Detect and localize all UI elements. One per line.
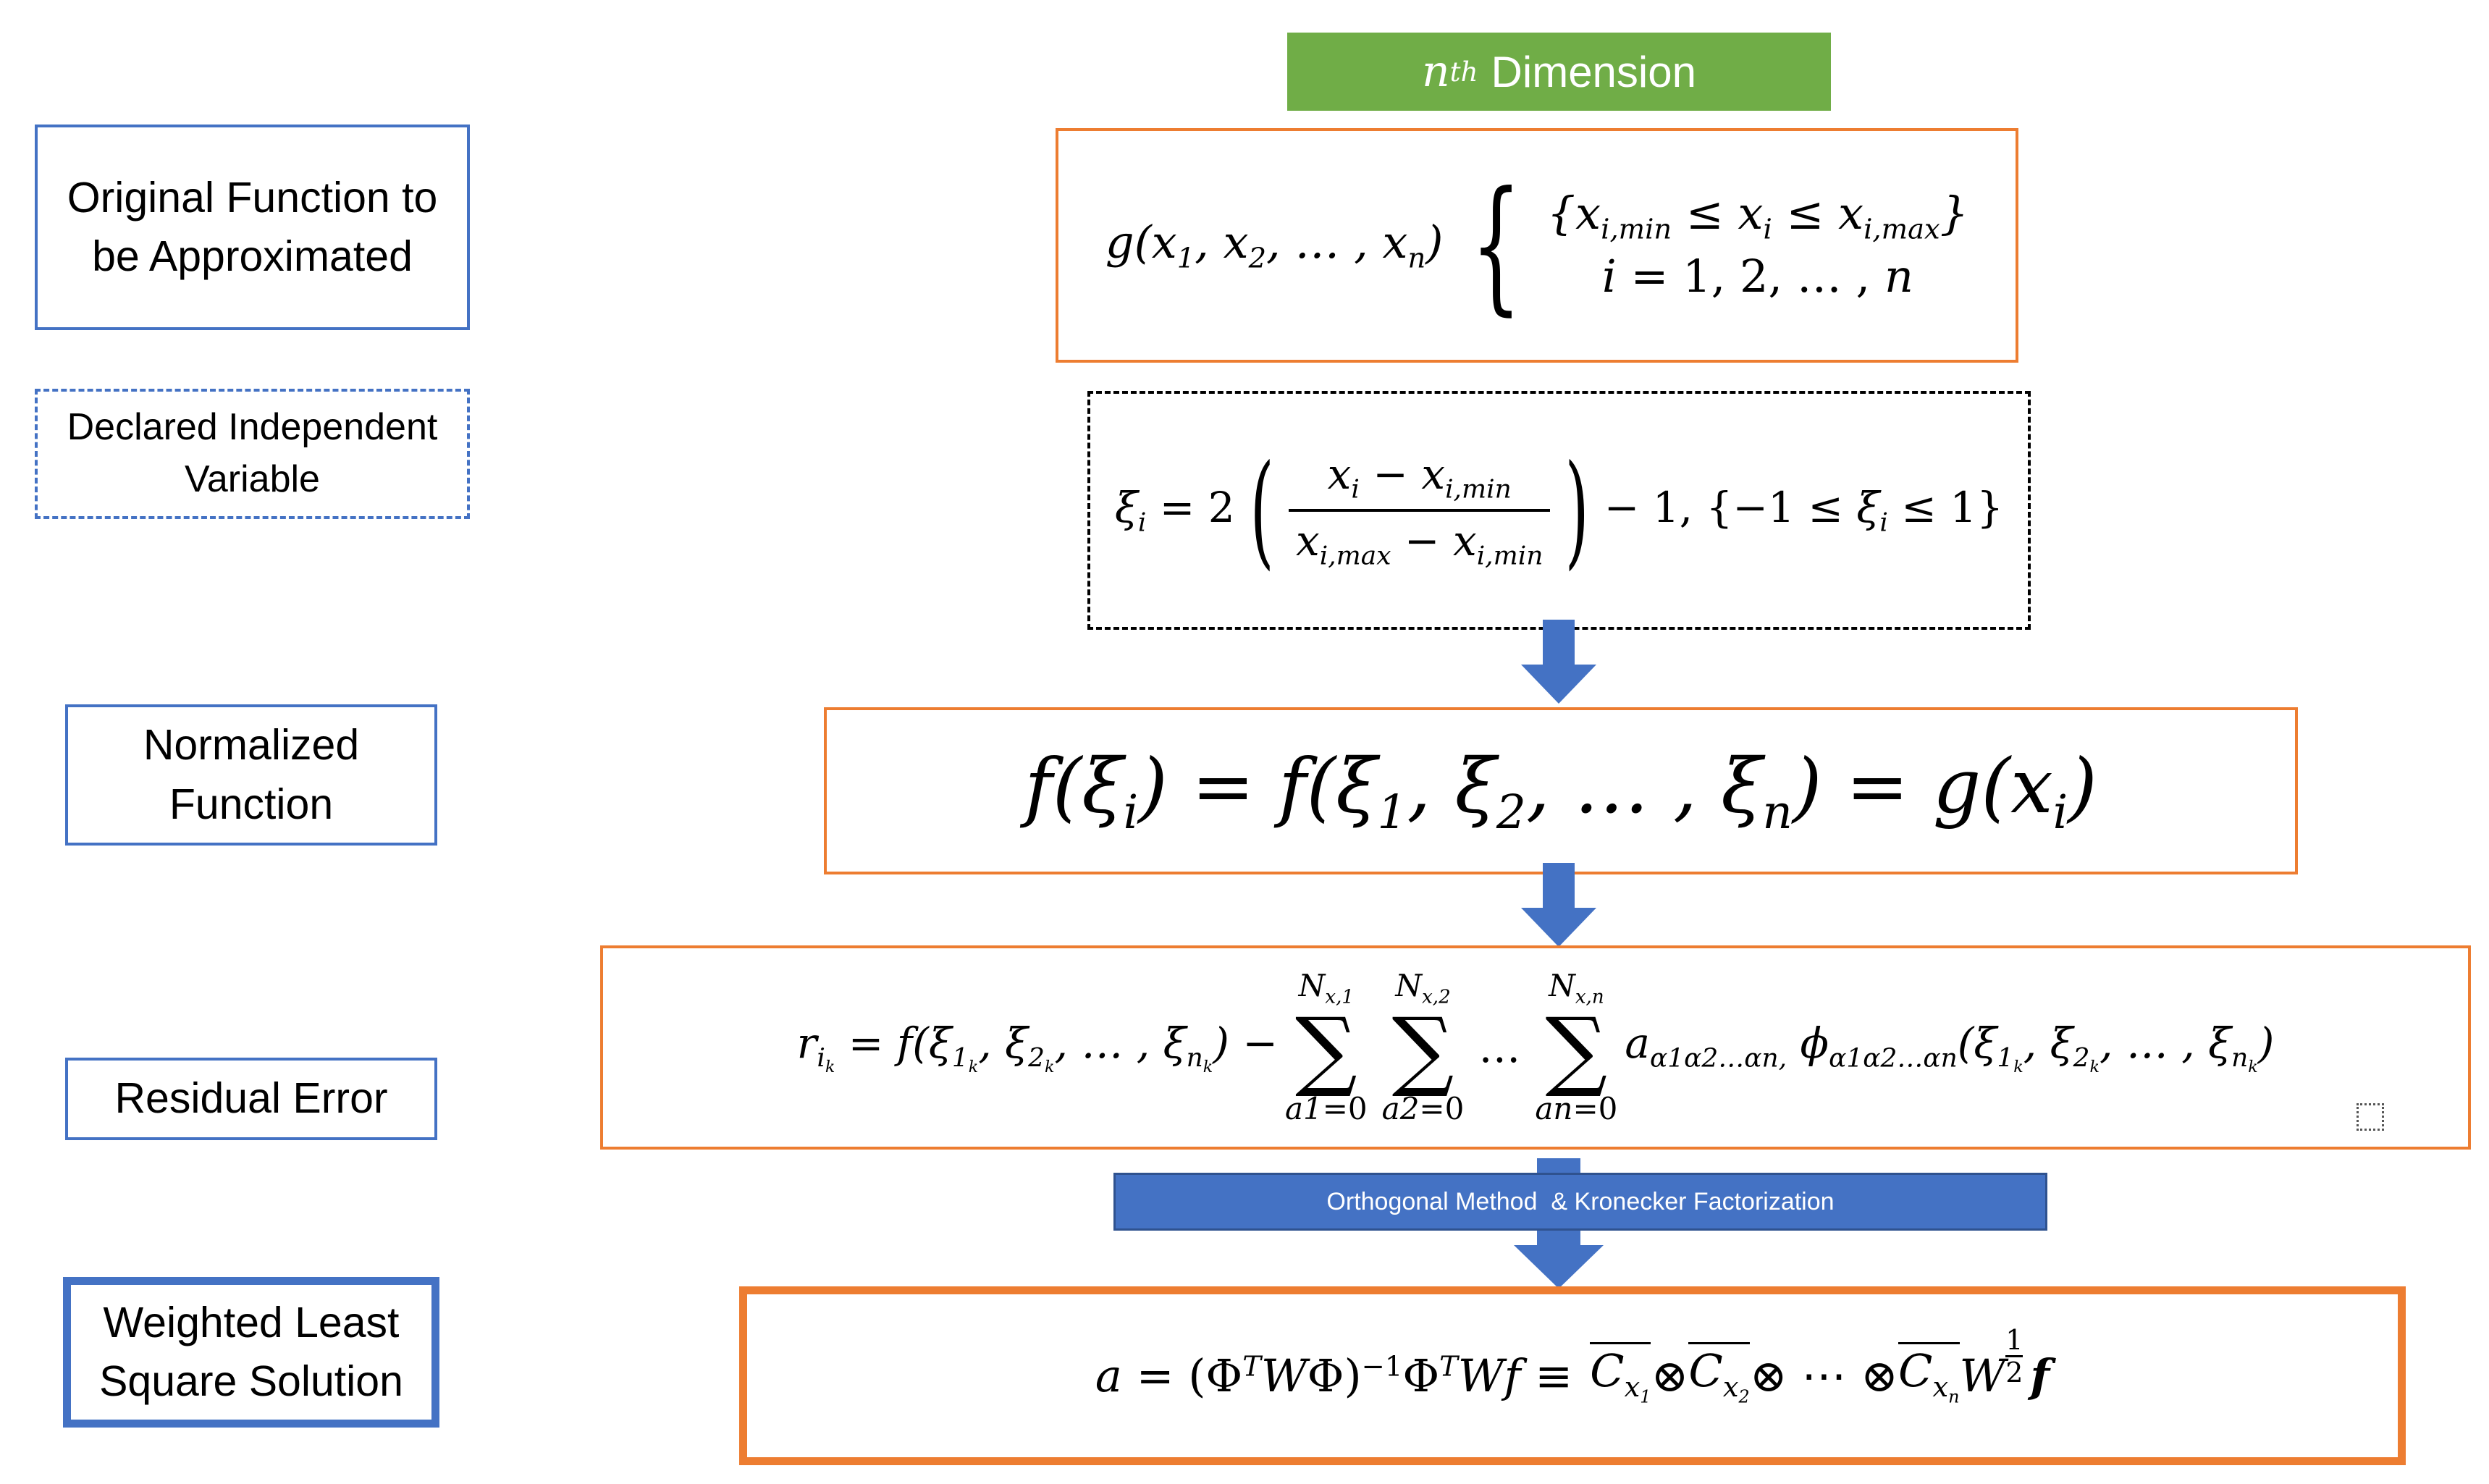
down-arrow-icon [1521,620,1596,704]
connector-text: Orthogonal Method & Kronecker Factorizat… [1326,1187,1835,1215]
original-function-equation: g(x1, x2, … , xn) { {xi,min ≤ xi ≤ xi,ma… [1056,128,2018,363]
declared-variable-label-text: Declared Independent Variable [67,406,438,500]
original-function-label-text: Original Function to be Approximated [67,173,438,280]
residual-error-formula: rik = f(ξ1k, ξ2k, … , ξnk) − Nx,1∑a1=0 N… [796,968,2275,1126]
weighted-least-square-equation: a = (ΦTWΦ)−1ΦTWf ≡ Cx1 ⊗ Cx2 ⊗ ⋯ ⊗ Cxn W… [739,1286,2406,1465]
original-function-formula: g(x1, x2, … , xn) { {xi,min ≤ xi ≤ xi,ma… [1105,161,1969,329]
down-arrow-icon [1514,1231,1604,1289]
connector-banner: Orthogonal Method & Kronecker Factorizat… [1113,1173,2047,1231]
weighted-least-square-label: Weighted Least Square Solution [63,1277,439,1428]
declared-variable-equation: ξi = 2 ( xi − xi,min xi,max − xi,min ) −… [1087,391,2031,630]
dimension-n: n [1421,46,1450,97]
dimension-sup: th [1449,56,1478,88]
declared-variable-label: Declared Independent Variable [35,389,470,519]
normalized-function-formula: f(ξi) = f(ξ1, ξ2, … , ξn) = g(xi) [1024,742,2097,840]
down-arrow-icon [1521,863,1596,947]
dimension-word: Dimension [1491,47,1696,96]
normalized-function-label: Normalized Function [65,704,437,846]
residual-error-label: Residual Error [65,1058,437,1140]
declared-variable-formula: ξi = 2 ( xi − xi,min xi,max − xi,min ) −… [1114,439,2004,582]
normalized-function-label-text: Normalized Function [143,721,360,828]
residual-error-equation: rik = f(ξ1k, ξ2k, … , ξnk) − Nx,1∑a1=0 N… [600,945,2471,1150]
original-function-label: Original Function to be Approximated [35,125,470,330]
weighted-least-square-label-text: Weighted Least Square Solution [99,1298,403,1405]
weighted-least-square-formula: a = (ΦTWΦ)−1ΦTWf ≡ Cx1 ⊗ Cx2 ⊗ ⋯ ⊗ Cxn W… [1095,1324,2050,1407]
dotted-square-icon [2357,1103,2384,1131]
normalized-function-equation: f(ξi) = f(ξ1, ξ2, … , ξn) = g(xi) [824,707,2298,874]
residual-error-label-text: Residual Error [114,1074,388,1123]
